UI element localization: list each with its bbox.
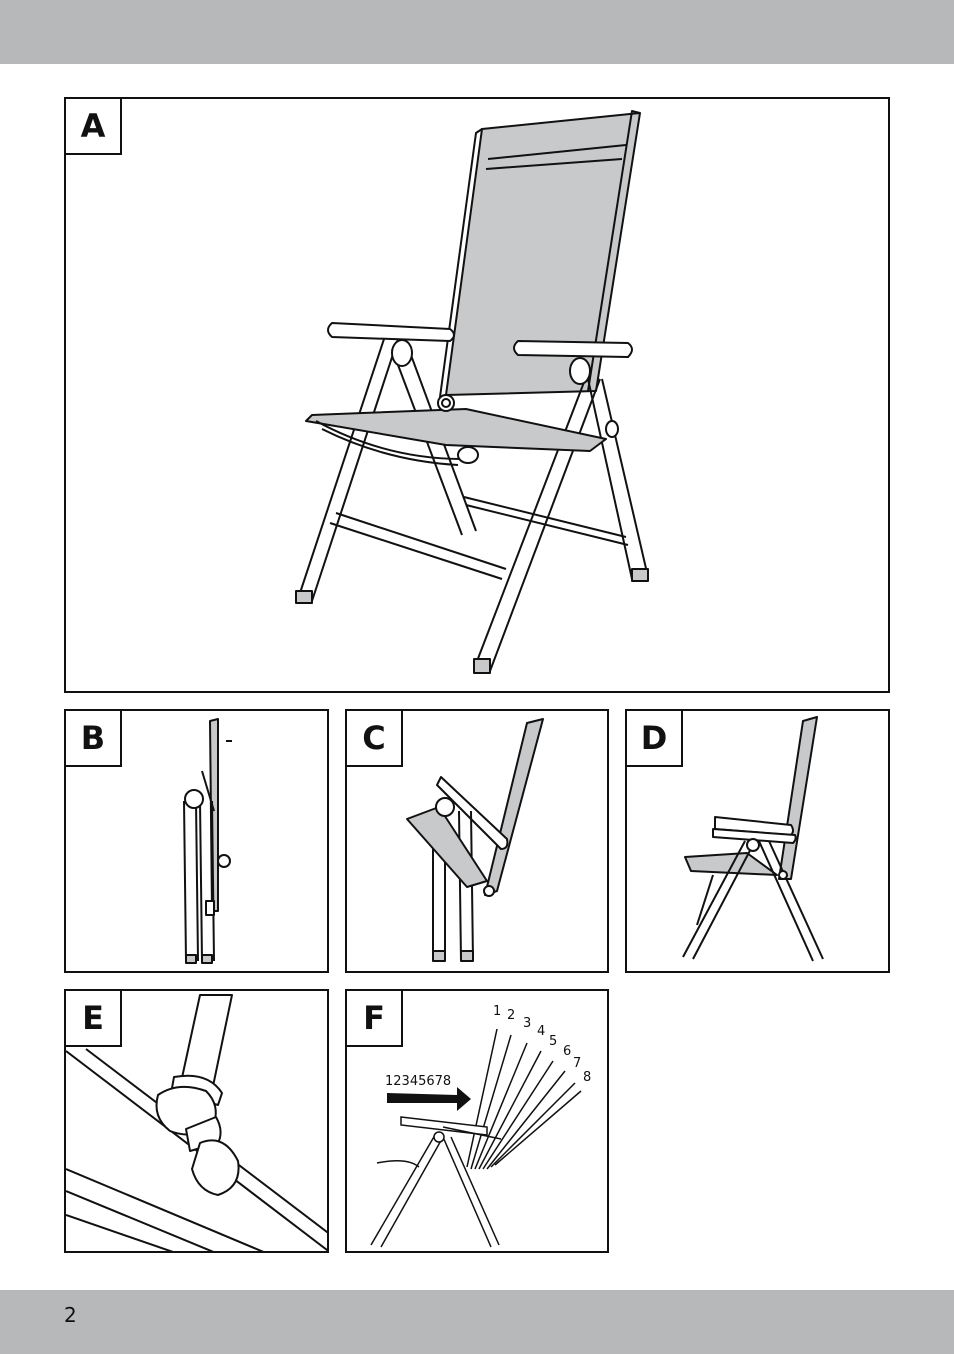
figure-e-label: E	[64, 989, 122, 1047]
figure-f-label: F	[345, 989, 403, 1047]
figure-a-label: A	[64, 97, 122, 155]
figure-b: B	[64, 709, 329, 973]
position-label-6: 6	[563, 1044, 571, 1059]
figure-d-label: D	[625, 709, 683, 767]
positions-row-label: 12345678	[385, 1074, 451, 1089]
figure-e: E	[64, 989, 329, 1253]
position-label-7: 7	[573, 1056, 581, 1071]
chair-unfolded-illustration	[66, 99, 890, 693]
position-label-2: 2	[507, 1008, 515, 1023]
figure-a: A	[64, 97, 890, 693]
position-label-3: 3	[523, 1016, 531, 1031]
page-number: 2	[64, 1303, 77, 1327]
footer-band	[0, 1290, 954, 1354]
position-label-8: 8	[583, 1070, 591, 1085]
figure-d: D	[625, 709, 890, 973]
header-band	[0, 0, 954, 64]
figure-c-label: C	[345, 709, 403, 767]
position-label-5: 5	[549, 1034, 557, 1049]
figure-b-label: B	[64, 709, 122, 767]
position-label-1: 1	[493, 1004, 501, 1019]
position-label-4: 4	[537, 1024, 545, 1039]
figure-f: F 12345678 1 2 3 4	[345, 989, 609, 1253]
figure-c: C	[345, 709, 609, 973]
